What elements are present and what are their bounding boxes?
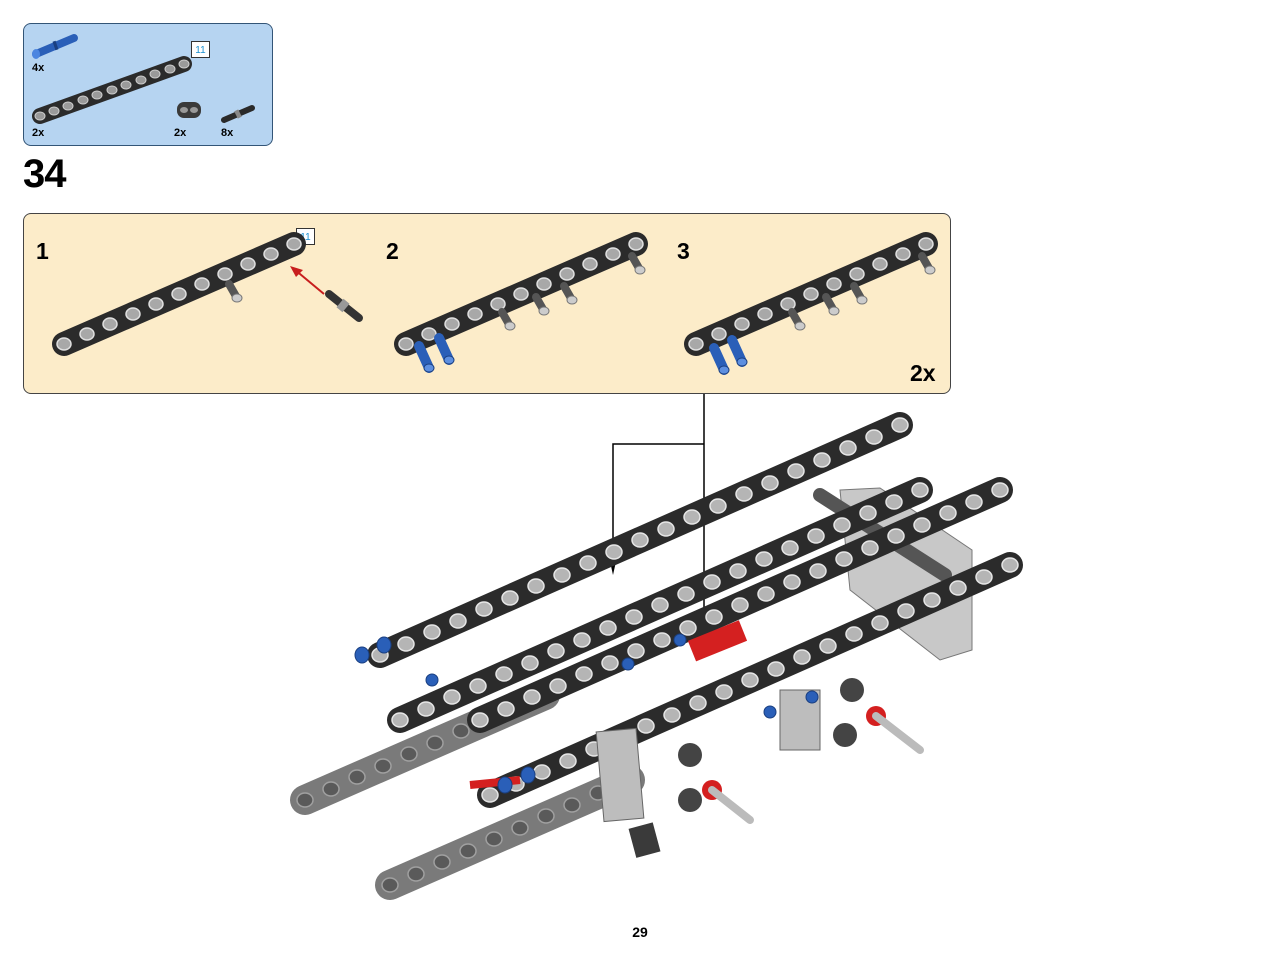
connector-quantity: 2x: [174, 127, 187, 139]
beam-length-badge: 11: [191, 41, 210, 58]
step-number: 34: [23, 152, 66, 196]
substep-1-assembly: [57, 238, 363, 350]
substep-illustrations: [24, 214, 952, 395]
substep-3-number: 3: [677, 238, 690, 264]
substep-1-number: 1: [36, 238, 49, 264]
insert-arrow-icon: [290, 266, 325, 295]
parts-illustration: [32, 34, 255, 124]
multiplier-label: 2x: [910, 360, 936, 386]
blue-pin-icon: [32, 34, 78, 59]
friction-pin-icon: [221, 105, 255, 123]
black-beam-icon: [32, 56, 192, 124]
pin-quantity: 4x: [32, 62, 45, 74]
connector-icon: [177, 102, 201, 118]
beam-quantity: 2x: [32, 127, 45, 139]
substep-2-number: 2: [386, 238, 399, 264]
page-number: 29: [632, 924, 648, 940]
parts-list-box: 4x 11 2x 2x 8x: [23, 23, 273, 146]
friction-pin-icon: [325, 290, 363, 322]
substep-box: 1 2 3 11 2x: [23, 213, 951, 394]
friction-pin-quantity: 8x: [221, 127, 234, 139]
